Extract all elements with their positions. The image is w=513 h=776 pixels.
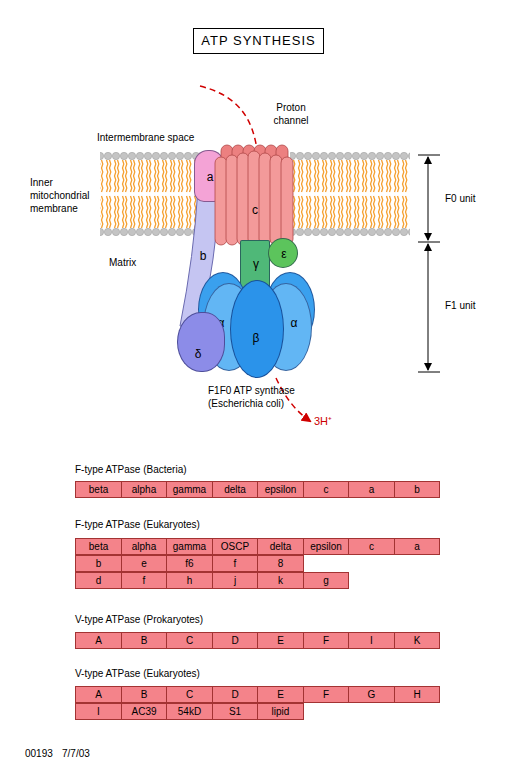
table-heading: V-type ATPase (Eukaryotes) <box>75 667 200 680</box>
table-cell: d <box>75 572 122 589</box>
table-cell: H <box>394 686 440 703</box>
ring-cylinder <box>237 153 249 245</box>
table-cell: c <box>303 481 349 498</box>
table-cell: I <box>348 632 395 649</box>
table-cell: OSCP <box>212 538 258 555</box>
map-number: 00193 <box>25 747 53 760</box>
table-cell: S1 <box>212 703 258 720</box>
table-cell: K <box>394 632 440 649</box>
table-cell: b <box>394 481 440 498</box>
table-cell: g <box>303 572 349 589</box>
table-cell: B <box>121 686 167 703</box>
callout-label: Proton channel <box>262 101 320 127</box>
ring-cylinder <box>215 157 227 245</box>
subunit-beta: β <box>230 280 284 378</box>
table-cell: F <box>303 686 349 703</box>
region-label: Matrix <box>109 256 136 269</box>
subunit-delta: δ <box>177 312 225 372</box>
dimension-tick <box>418 242 440 243</box>
table-cell: 54kD <box>166 703 213 720</box>
table-cell: epsilon <box>303 538 349 555</box>
title-box: ATP SYNTHESIS <box>193 28 324 54</box>
subunit-label: b <box>200 249 207 263</box>
region-label: Intermembrane space <box>97 131 194 144</box>
dimension-tick <box>418 155 440 156</box>
table-cell: C <box>166 686 213 703</box>
dimension-tick <box>418 372 440 373</box>
date-label: 7/7/03 <box>62 747 90 760</box>
table-cell: j <box>212 572 258 589</box>
table-cell: AC39 <box>121 703 167 720</box>
ring-cylinder <box>281 157 293 245</box>
table-cell: B <box>121 632 167 649</box>
ring-cylinder <box>226 155 238 245</box>
lipid-bilayer <box>100 152 204 236</box>
table-cell: E <box>257 632 304 649</box>
subunit-label: α <box>291 316 298 330</box>
table-cell: A <box>75 686 122 703</box>
table-cell: c <box>348 538 395 555</box>
table-heading: F-type ATPase (Bacteria) <box>75 463 187 476</box>
table-cell: E <box>257 686 304 703</box>
lipid-bilayer <box>290 152 410 236</box>
subunit-label: ε <box>281 247 286 261</box>
table-cell: a <box>394 538 440 555</box>
table-cell: f6 <box>166 555 213 572</box>
table-cell: delta <box>212 481 258 498</box>
table-cell: D <box>212 632 258 649</box>
table-cell: a <box>348 481 395 498</box>
table-heading: V-type ATPase (Prokaryotes) <box>75 613 203 626</box>
caption-label: F1F0 ATP synthase (Escherichia coli) <box>208 384 318 410</box>
table-cell: delta <box>257 538 304 555</box>
table-cell: lipid <box>257 703 304 720</box>
table-cell: b <box>75 555 122 572</box>
table-cell: k <box>257 572 304 589</box>
table-cell: gamma <box>166 481 213 498</box>
dimension-arrow <box>428 157 429 240</box>
subunit-label: δ <box>195 347 202 361</box>
proton-label: 3H⁺ <box>314 415 332 428</box>
table-cell: gamma <box>166 538 213 555</box>
dimension-label: F1 unit <box>445 299 476 312</box>
table-cell: G <box>348 686 395 703</box>
table-cell: D <box>212 686 258 703</box>
table-cell: 8 <box>257 555 304 572</box>
table-cell: epsilon <box>257 481 304 498</box>
table-cell: e <box>121 555 167 572</box>
table-cell: f <box>212 555 258 572</box>
table-cell: h <box>166 572 213 589</box>
subunit-label: a <box>207 170 214 184</box>
ring-outline <box>214 143 294 247</box>
subunit-epsilon: ε <box>268 238 298 268</box>
ring-cylinder <box>248 151 260 245</box>
subunit-c-ring: c <box>214 143 294 247</box>
ring-cylinder <box>270 155 282 245</box>
table-cell: beta <box>75 481 122 498</box>
subunit-label: γ <box>253 257 259 271</box>
table-cell: f <box>121 572 167 589</box>
subunit-label: c <box>252 203 258 217</box>
table-cell: beta <box>75 538 122 555</box>
ring-cylinder <box>259 153 271 245</box>
table-cell: A <box>75 632 122 649</box>
subunit-label: β <box>253 331 260 345</box>
table-heading: F-type ATPase (Eukaryotes) <box>75 518 200 531</box>
table-cell: I <box>75 703 122 720</box>
table-cell: alpha <box>121 538 167 555</box>
dimension-label: F0 unit <box>445 192 476 205</box>
table-cell: F <box>303 632 349 649</box>
region-label: Inner mitochondrial membrane <box>30 176 96 215</box>
table-cell: alpha <box>121 481 167 498</box>
table-cell: C <box>166 632 213 649</box>
dimension-arrow <box>428 244 429 370</box>
